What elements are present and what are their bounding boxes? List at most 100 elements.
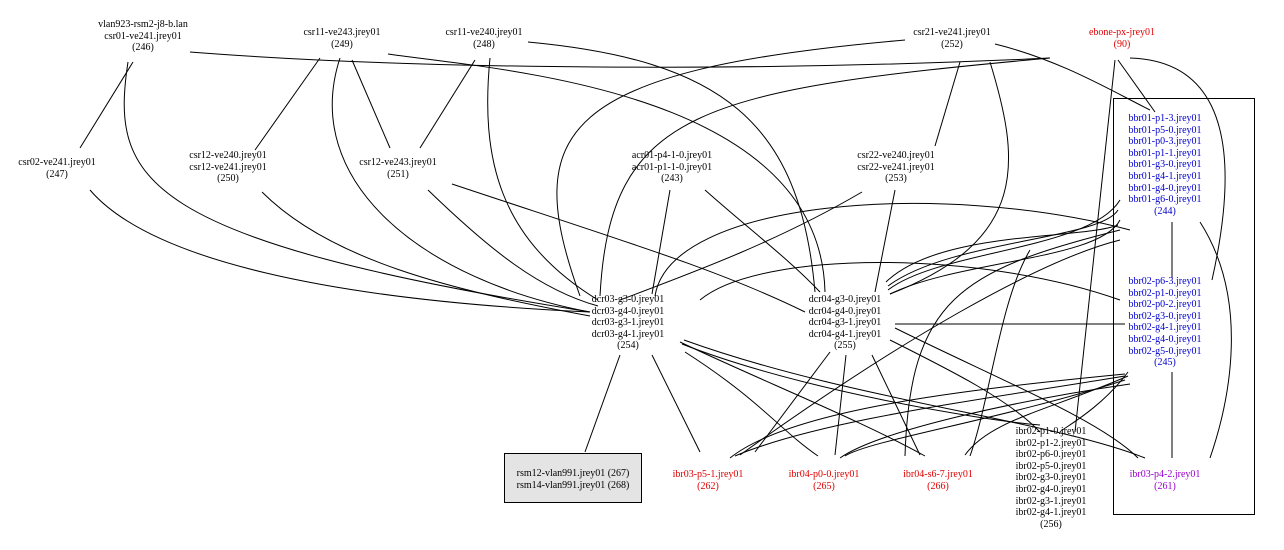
node-label: csr12-ve241.jrey01 [189,161,267,173]
node-ebone[interactable]: ebone-px-jrey01 (90) [1089,27,1155,50]
edge [739,239,1121,456]
edge [254,57,321,151]
edge [1059,371,1129,433]
node-vlan923[interactable]: vlan923-rsm2-j8-b.lan csr01-ve241.jrey01… [98,19,188,54]
node-label: csr11-ve240.jrey01 [445,27,523,38]
node-label: dcr03-g4-0.jrey01 [591,305,665,317]
edge [1199,221,1232,459]
node-ibr03-p5[interactable]: ibr03-p5-1.jrey01 (262) [673,469,744,492]
node-label: (249) [331,38,353,50]
node-label: ibr03-p4-2.jrey01 [1129,469,1201,480]
node-label: bbr02-g3-0.jrey01 [1128,310,1202,322]
node-label: ibr02-g3-1.jrey01 [1015,495,1087,507]
node-csr11-ve240[interactable]: csr11-ve240.jrey01 (248) [445,27,522,50]
edge [1129,57,1226,281]
node-label: (251) [387,168,409,180]
node-label: (90) [1113,38,1131,50]
node-label: ibr03-p5-1.jrey01 [672,469,744,480]
node-label: bbr01-g4-0.jrey01 [1128,182,1202,194]
node-dcr03[interactable]: dcr03-g3-0.jrey01 dcr03-g4-0.jrey01 dcr0… [592,294,664,352]
node-bbr02[interactable]: bbr02-p6-3.jrey01 bbr02-p1-0.jrey01 bbr0… [1128,276,1201,369]
node-label: (265) [813,480,835,492]
node-label: dcr03-g3-1.jrey01 [591,317,665,329]
node-label: bbr02-g5-0.jrey01 [1128,345,1202,357]
edge [681,343,1041,426]
node-label: ibr02-g4-1.jrey01 [1015,507,1087,519]
rsm-node-box[interactable] [504,453,642,503]
edge [969,249,1031,457]
edge [1117,59,1156,113]
edge [651,189,671,295]
bbr-cluster-box [1113,98,1255,515]
node-csr12-ve240[interactable]: csr12-ve240.jrey01 csr12-ve241.jrey01 (2… [189,150,266,185]
node-label: ibr02-p6-0.jrey01 [1015,449,1087,461]
node-label: dcr04-g3-0.jrey01 [808,294,882,305]
node-label: csr21-ve241.jrey01 [913,27,991,38]
edge [351,59,391,149]
rsm-node-label: rsm12-vlan991.jrey01 (267) rsm14-vlan991… [517,468,630,491]
node-csr11-ve243[interactable]: csr11-ve243.jrey01 (249) [303,27,380,50]
node-label: ibr02-p1-0.jrey01 [1015,426,1087,437]
edge [887,199,1121,291]
node-bbr01[interactable]: bbr01-p1-3.jrey01 bbr01-p5-0.jrey01 bbr0… [1128,113,1201,217]
node-label: (245) [1154,357,1176,369]
edge [427,189,599,307]
node-label: csr12-ve240.jrey01 [189,150,267,161]
node-label: dcr04-g4-0.jrey01 [808,305,882,317]
node-label: ibr02-p5-0.jrey01 [1015,460,1087,472]
edge [839,383,1131,459]
edge [451,183,806,313]
node-label: bbr02-p0-2.jrey01 [1128,299,1202,311]
node-label: bbr01-p5-0.jrey01 [1128,124,1202,136]
edge [527,41,816,293]
node-label: acr01-p4-1-0.jrey01 [631,150,713,161]
node-label: dcr04-g4-1.jrey01 [808,328,882,340]
node-csr12-ve243[interactable]: csr12-ve243.jrey01 (251) [359,157,436,180]
node-label: bbr01-p0-3.jrey01 [1128,136,1202,148]
node-label: (255) [834,340,856,352]
node-acr01[interactable]: acr01-p4-1-0.jrey01 acr01-p1-1-0.jrey01 … [632,150,712,185]
edge [123,61,591,313]
node-label: (246) [132,42,154,54]
node-ibr04-s6[interactable]: ibr04-s6-7.jrey01 (266) [903,469,973,492]
edge [683,339,1146,459]
node-label: csr12-ve243.jrey01 [359,157,437,168]
node-label: bbr01-p1-3.jrey01 [1128,113,1202,124]
edge [89,189,591,313]
node-csr21[interactable]: csr21-ve241.jrey01 (252) [913,27,990,50]
node-label: (262) [697,480,719,492]
node-label: csr01-ve241.jrey01 [104,30,182,42]
node-label: (266) [927,480,949,492]
edge [387,53,826,293]
edge [189,51,1051,68]
edge [556,39,906,297]
node-label: csr02-ve241.jrey01 [18,157,96,168]
edge [964,375,1129,456]
edge [651,354,701,453]
edge [844,379,1126,457]
node-label: bbr01-g4-1.jrey01 [1128,170,1202,182]
edge [874,189,896,293]
node-csr02[interactable]: csr02-ve241.jrey01 (247) [18,157,95,180]
rsm-line: rsm12-vlan991.jrey01 (267) [516,468,630,479]
edge [584,354,621,453]
node-label: csr11-ve243.jrey01 [303,27,381,38]
node-label: acr01-p1-1-0.jrey01 [631,161,713,173]
edge [934,61,961,147]
node-label: (244) [1154,205,1176,217]
node-ibr04-p0[interactable]: ibr04-p0-0.jrey01 (265) [789,469,860,492]
node-label: bbr01-g3-0.jrey01 [1128,159,1202,171]
node-dcr04[interactable]: dcr04-g3-0.jrey01 dcr04-g4-0.jrey01 dcr0… [809,294,881,352]
node-ibr03-p4[interactable]: ibr03-p4-2.jrey01 (261) [1130,469,1201,492]
node-label: (261) [1154,480,1176,492]
node-label: bbr01-g6-0.jrey01 [1128,194,1202,206]
node-label: csr22-ve241.jrey01 [857,161,935,173]
node-label: bbr02-g4-1.jrey01 [1128,322,1202,334]
node-label: (253) [885,173,907,185]
edge [261,191,591,317]
edge [834,354,847,456]
node-ibr02[interactable]: ibr02-p1-0.jrey01 ibr02-p1-2.jrey01 ibr0… [1016,426,1087,530]
node-csr22[interactable]: csr22-ve240.jrey01 csr22-ve241.jrey01 (2… [857,150,934,185]
node-label: ibr02-p1-2.jrey01 [1015,437,1087,449]
